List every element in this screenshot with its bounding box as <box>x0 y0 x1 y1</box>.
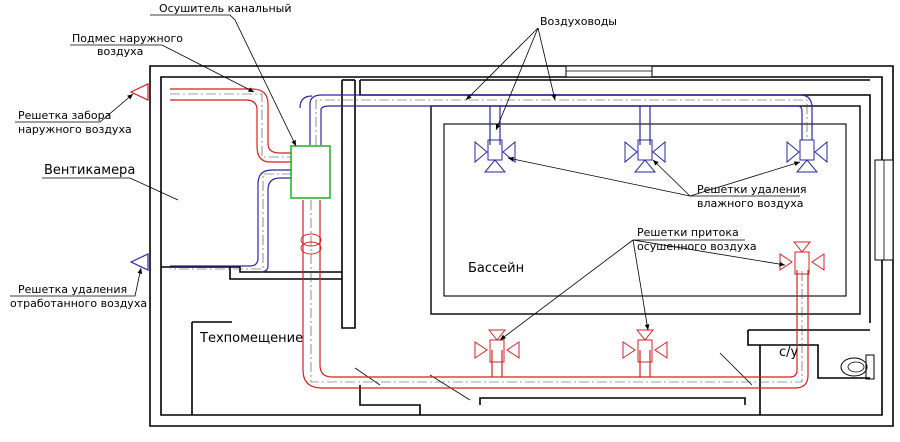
humid-exhaust-grille-2 <box>624 139 666 173</box>
dry-supply-grille-1 <box>474 329 520 363</box>
toilet-icon <box>840 354 875 380</box>
exhaust-air-duct <box>170 169 292 273</box>
exhaust-grille-label-line2: отработанного воздуха <box>10 297 147 310</box>
intake-grille-label-line2: наружного воздуха <box>18 123 132 136</box>
fresh-air-mix-label-line1: Подмес наружного <box>72 32 183 45</box>
wc-label: с/у <box>779 345 799 360</box>
duct-dryer-unit <box>290 145 331 199</box>
dry-supply-label-line1: Решетки притока <box>637 226 739 239</box>
tech-room-label: Техпомещение <box>199 331 303 346</box>
fresh-air-duct <box>170 88 292 163</box>
humid-exhaust-grille-3 <box>786 139 828 173</box>
dry-supply-label-line2: осушенного воздуха <box>637 240 757 253</box>
dry-supply-grille-2 <box>622 329 668 363</box>
leader-lines <box>10 14 801 341</box>
vent-chamber-label: Вентикамера <box>44 163 135 178</box>
exhaust-grille-icon <box>129 253 149 271</box>
dry-supply-grille-3 <box>779 241 825 275</box>
humid-exhaust-grille-1 <box>474 139 516 173</box>
return-duct <box>299 94 813 145</box>
supply-duct <box>300 200 809 389</box>
intake-grille-icon <box>129 83 149 101</box>
intake-grille-label-line1: Решетка забора <box>18 109 111 122</box>
humid-exhaust-label-line2: влажного воздуха <box>697 197 804 210</box>
ducts-label: Воздуховоды <box>540 15 617 28</box>
fresh-air-mix-label-line2: воздуха <box>97 45 143 58</box>
humid-exhaust-label-line1: Решетки удаления <box>697 183 807 196</box>
dryer-label: Осушитель канальный <box>159 2 291 15</box>
exhaust-grille-label-line1: Решетка удаления <box>18 283 127 296</box>
building-walls <box>149 65 894 427</box>
pool-label: Бассейн <box>468 261 524 276</box>
